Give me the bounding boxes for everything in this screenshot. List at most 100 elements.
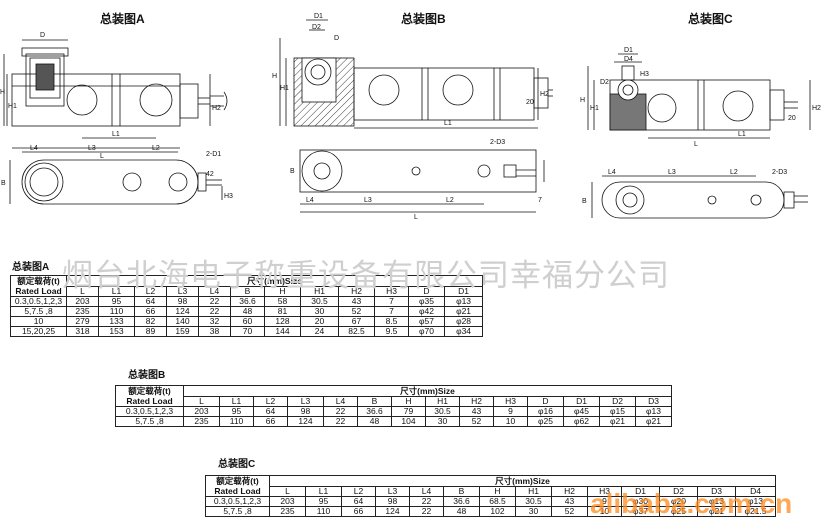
table-cell: 22 [409,506,444,517]
table-cell: 66 [134,306,167,317]
label-a-D: D [40,32,45,39]
table-b-col: D3 [634,396,673,407]
table-cell: 102 [479,506,516,517]
table-cell: 22 [323,416,358,427]
table-cell: 36.6 [230,296,265,307]
table-b-col: H [391,396,426,407]
table-cell: 95 [219,406,254,417]
label-b-H2: H2 [540,91,549,98]
table-cell: 98 [166,296,199,307]
label-c-H: H [580,97,585,104]
table-cell: φ42 [408,306,445,317]
table-cell: 22 [409,496,444,507]
table-a: 额定载荷(t) Rated Load 尺寸(mm)Size L L1 L2 L3… [10,275,484,337]
table-cell: 48 [230,306,265,317]
table-cell: 89 [134,326,167,337]
table-cell: φ35 [408,296,445,307]
table-cell: 95 [305,496,342,507]
table-cell: 0.3,0.5,1,2,3 [10,296,67,307]
label-c-H1: H1 [590,105,599,112]
label-b-D: D [334,35,339,42]
table-cell: 30.5 [425,406,460,417]
table-cell: φ45 [563,406,600,417]
table-cell: 30 [425,416,460,427]
table-cell: 24 [300,326,339,337]
table-cell: 104 [391,416,426,427]
table-cell: φ15 [599,406,636,417]
table-cell: 318 [66,326,99,337]
table-cell: 38 [198,326,231,337]
table-cell: 60 [230,316,265,327]
label-a-L3: L3 [88,145,96,152]
table-c-load-header: 额定载荷(t) Rated Load [205,475,270,497]
drawing-a-svg: D H H1 H2 L1 L L4 L3 L2 2-D1 B 42 H3 [0,32,233,205]
table-cell: φ21.5 [734,506,777,517]
table-row: 5,7.5 ,8 235 110 66 124 22 48 81 30 52 7… [10,306,484,317]
table-b-col: B [357,396,392,407]
table-cell: 52 [338,306,375,317]
table-cell: 110 [98,306,135,317]
table-cell: 124 [166,306,199,317]
drawing-a-hole [66,84,98,116]
label-c-B: B [582,198,587,205]
label-c-L3: L3 [668,169,676,176]
label-b-D1: D1 [314,13,323,20]
table-c-col: L3 [375,486,410,497]
table-cell: φ21 [443,306,484,317]
table-cell: 0.3,0.5,1,2,3 [205,496,270,507]
table-cell: 203 [183,406,220,417]
table-cell: 153 [98,326,135,337]
drawing-c-title: 总装图C [688,12,733,26]
table-cell: 124 [375,506,410,517]
table-c-col: H [479,486,516,497]
label-b-H: H [272,73,277,80]
table-cell: φ13 [443,296,484,307]
table-c-col: H1 [515,486,552,497]
table-cell: 159 [166,326,199,337]
table-cell: 235 [269,506,306,517]
table-cell: 48 [357,416,392,427]
table-c-col: B [443,486,480,497]
table-cell: 58 [264,296,301,307]
drawing-c-plan [601,181,785,219]
label-a-42: 42 [206,171,214,178]
label-c-L1: L1 [738,131,746,138]
table-cell: 203 [269,496,306,507]
table-row: 5,7.5 ,8 235 110 66 124 22 48 104 30 52 … [115,416,673,427]
label-a-B: B [1,180,6,187]
label-c-L: L [694,141,698,148]
table-a-load-header: 额定载荷(t) Rated Load [10,275,67,297]
table-cell: 124 [287,416,324,427]
drawing-b-bearing [304,58,332,86]
table-b-col: L1 [219,396,254,407]
label-a-H: H [0,89,5,96]
table-cell: 133 [98,316,135,327]
label-b-20: 20 [526,99,534,106]
table-a-column-row: L L1 L2 L3 L4 B H H1 H2 H3 D D1 [11,286,484,297]
drawing-a-plan [21,159,199,205]
drawing-b-title: 总装图B [401,12,446,26]
table-b-size-header: 尺寸(mm)Size [182,385,673,397]
table-b-col: L [183,396,220,407]
table-a-load-header-en: Rated Load [15,286,62,296]
table-cell: 30.5 [515,496,552,507]
table-cell: 68.5 [479,496,516,507]
table-cell: 9.5 [374,326,409,337]
table-cell: 128 [264,316,301,327]
table-row: 10 279 133 82 140 32 60 128 20 67 8.5 φ5… [10,316,484,327]
table-cell: 81 [264,306,301,317]
table-cell: 10 [493,416,528,427]
table-cell: φ16 [527,406,564,417]
drawing-b-svg: D1 D2 D H H1 H2 20 L1 2-D3 B 7 L4 L3 L2 … [272,13,553,221]
table-cell: 79 [391,406,426,417]
label-a-L2: L2 [152,145,160,152]
table-cell: 10 [10,316,67,327]
table-c-col: L1 [305,486,342,497]
label-a-L4: L4 [30,145,38,152]
table-b-col: H3 [493,396,528,407]
label-b-B: B [290,168,295,175]
table-cell: 95 [98,296,135,307]
label-b-D2: D2 [312,24,321,31]
table-cell: 36.6 [443,496,480,507]
table-cell: φ70 [408,326,445,337]
